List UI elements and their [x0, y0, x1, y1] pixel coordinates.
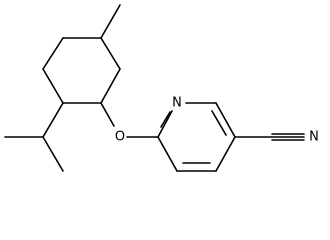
methyl-bond	[100, 4, 121, 39]
pyridine-ring	[157, 102, 236, 172]
nitrile-group	[234, 133, 305, 141]
cyclohexane-ring	[42, 37, 121, 104]
ether-oxygen-label: O	[115, 130, 125, 145]
structural-formula: N O N	[4, 4, 319, 172]
ring-nitrogen-label: N	[172, 96, 182, 111]
isopropyl-group	[4, 102, 64, 172]
nitrile-nitrogen-label: N	[309, 130, 319, 145]
ether-linkage	[100, 102, 159, 138]
